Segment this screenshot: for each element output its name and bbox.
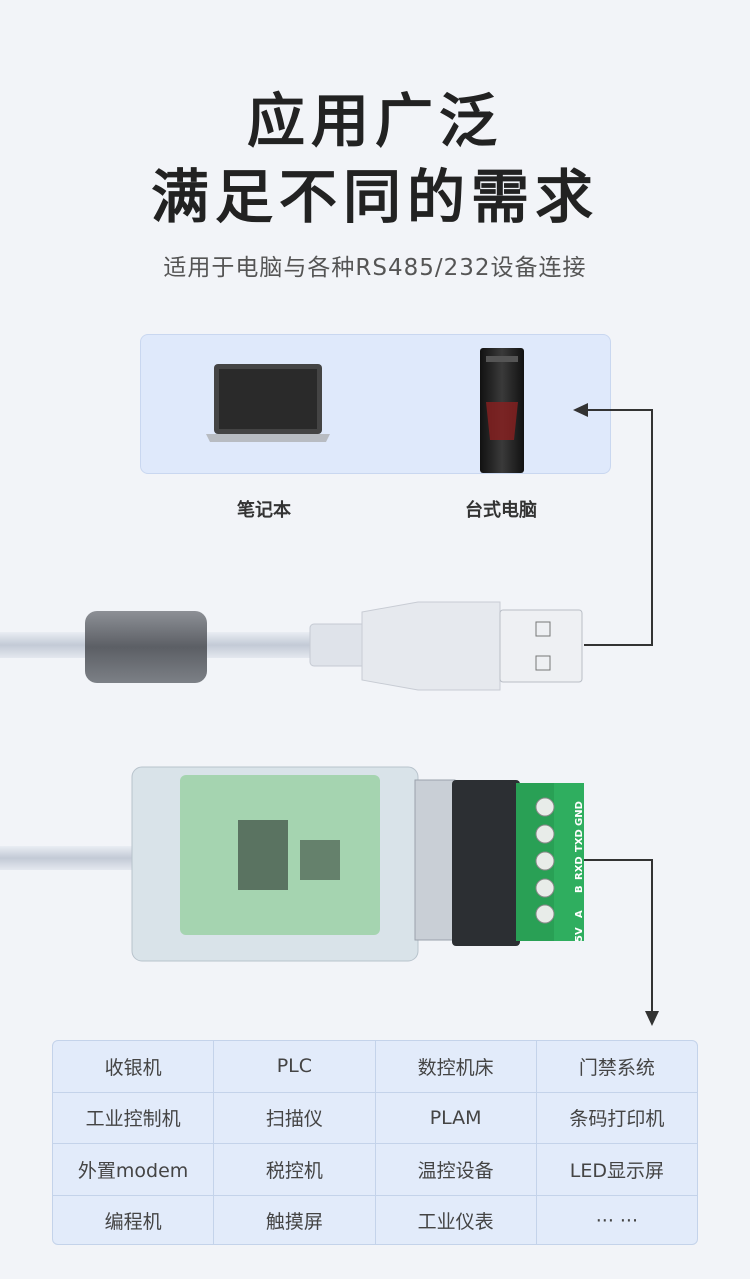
grid-row: 编程机 触摸屏 工业仪表 ··· ··· <box>53 1194 697 1244</box>
headline-line1: 应用广泛 <box>246 87 503 155</box>
grid-cell: 收银机 <box>104 1056 162 1079</box>
headline-line2: 满足不同的需求 <box>150 163 599 231</box>
usb-cable-icon <box>0 601 583 691</box>
arrow-to-desktop <box>584 409 653 646</box>
grid-cell: 工业控制机 <box>85 1108 181 1131</box>
terminal-label-5v: 5V <box>574 927 585 942</box>
terminal-label-b: B <box>574 885 585 893</box>
grid-cell: 外置modem <box>77 1159 189 1182</box>
grid-cell: 门禁系统 <box>535 1041 697 1092</box>
terminal-block-icon <box>516 783 584 941</box>
arrow-to-applications <box>584 859 653 1012</box>
grid-cell: PLC <box>213 1041 374 1092</box>
applications-grid: 收银机 PLC 数控机床 门禁系统 工业控制机 扫描仪 PLAM 条码打印机 外… <box>52 1040 698 1245</box>
grid-cell: 触摸屏 <box>213 1195 374 1244</box>
grid-row: 收银机 PLC 数控机床 门禁系统 <box>53 1041 697 1092</box>
grid-cell: 工业仪表 <box>374 1195 536 1244</box>
grid-cell: LED显示屏 <box>535 1144 697 1195</box>
grid-cell: 数控机床 <box>374 1041 536 1092</box>
terminal-label-a: A <box>574 910 585 918</box>
terminal-label-txd: TXD <box>574 829 585 852</box>
grid-cell: 编程机 <box>104 1211 162 1234</box>
arrow-head-down <box>645 1011 659 1026</box>
subtitle: 适用于电脑与各种RS485/232设备连接 <box>163 255 587 281</box>
grid-cell: 温控设备 <box>374 1144 536 1195</box>
laptop-icon <box>206 364 330 442</box>
grid-cell: ··· ··· <box>535 1195 697 1244</box>
grid-row: 外置modem 税控机 温控设备 LED显示屏 <box>53 1143 697 1195</box>
grid-cell: 税控机 <box>213 1144 374 1195</box>
desktop-tower-icon <box>480 348 524 473</box>
desktop-label: 台式电脑 <box>465 500 537 521</box>
laptop-label: 笔记本 <box>237 500 291 521</box>
grid-cell: PLAM <box>374 1092 536 1143</box>
grid-cell: 条码打印机 <box>535 1092 697 1143</box>
rs485-adapter-icon <box>0 766 520 962</box>
terminal-label-gnd: GND <box>574 801 585 826</box>
terminal-label-rxd: RXD <box>574 856 585 880</box>
arrow-head-left <box>573 403 588 417</box>
grid-row: 工业控制机 扫描仪 PLAM 条码打印机 <box>53 1091 697 1143</box>
grid-cell: 扫描仪 <box>213 1092 374 1143</box>
